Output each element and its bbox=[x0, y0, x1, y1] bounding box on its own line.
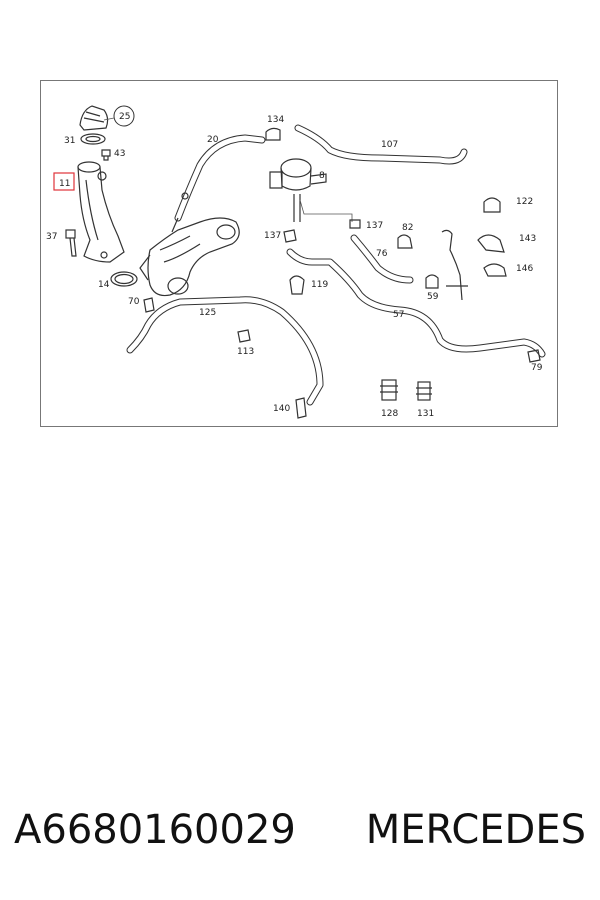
label-8: 8 bbox=[319, 171, 325, 181]
label-125: 125 bbox=[199, 308, 216, 318]
label-122: 122 bbox=[516, 197, 533, 207]
diagram-frame bbox=[40, 80, 558, 427]
label-14: 14 bbox=[98, 280, 110, 290]
label-128: 128 bbox=[381, 409, 398, 419]
intake-pipe bbox=[139, 217, 240, 297]
brand-name: MERCEDES bbox=[365, 807, 586, 853]
plug-131 bbox=[416, 381, 432, 401]
plug-128 bbox=[380, 379, 398, 401]
label-143: 143 bbox=[519, 234, 536, 244]
label-107: 107 bbox=[381, 140, 398, 150]
valve bbox=[269, 158, 327, 222]
callout-circle-25 bbox=[113, 105, 135, 127]
label-131: 131 bbox=[417, 409, 434, 419]
label-11: 11 bbox=[59, 179, 70, 189]
label-137-upper: 137 bbox=[366, 221, 383, 231]
label-20: 20 bbox=[207, 135, 219, 145]
label-59: 59 bbox=[427, 292, 439, 302]
label-119: 119 bbox=[311, 280, 328, 290]
label-140: 140 bbox=[273, 404, 290, 414]
label-82: 82 bbox=[402, 223, 413, 233]
filler-neck bbox=[77, 161, 125, 263]
label-57: 57 bbox=[393, 310, 404, 320]
label-146: 146 bbox=[516, 264, 533, 274]
caption-bar: A6680160029 MERCEDES bbox=[0, 800, 600, 860]
label-79: 79 bbox=[531, 363, 543, 373]
label-137-lower: 137 bbox=[264, 231, 281, 241]
label-31: 31 bbox=[64, 136, 75, 146]
o-ring bbox=[110, 271, 138, 287]
label-70: 70 bbox=[128, 297, 140, 307]
label-134: 134 bbox=[267, 115, 284, 125]
bolt-37 bbox=[65, 229, 77, 257]
parts-diagram: 11 25 31 43 37 14 70 20 134 107 8 137 13… bbox=[40, 80, 558, 427]
label-76: 76 bbox=[376, 249, 388, 259]
oil-filler-cap bbox=[79, 105, 109, 131]
part-number: A6680160029 bbox=[14, 807, 296, 853]
label-43: 43 bbox=[114, 149, 125, 159]
sealing-ring bbox=[80, 133, 106, 145]
label-113: 113 bbox=[237, 347, 254, 357]
highlight-box bbox=[53, 172, 75, 191]
label-25: 25 bbox=[119, 112, 130, 122]
label-37: 37 bbox=[46, 232, 57, 242]
